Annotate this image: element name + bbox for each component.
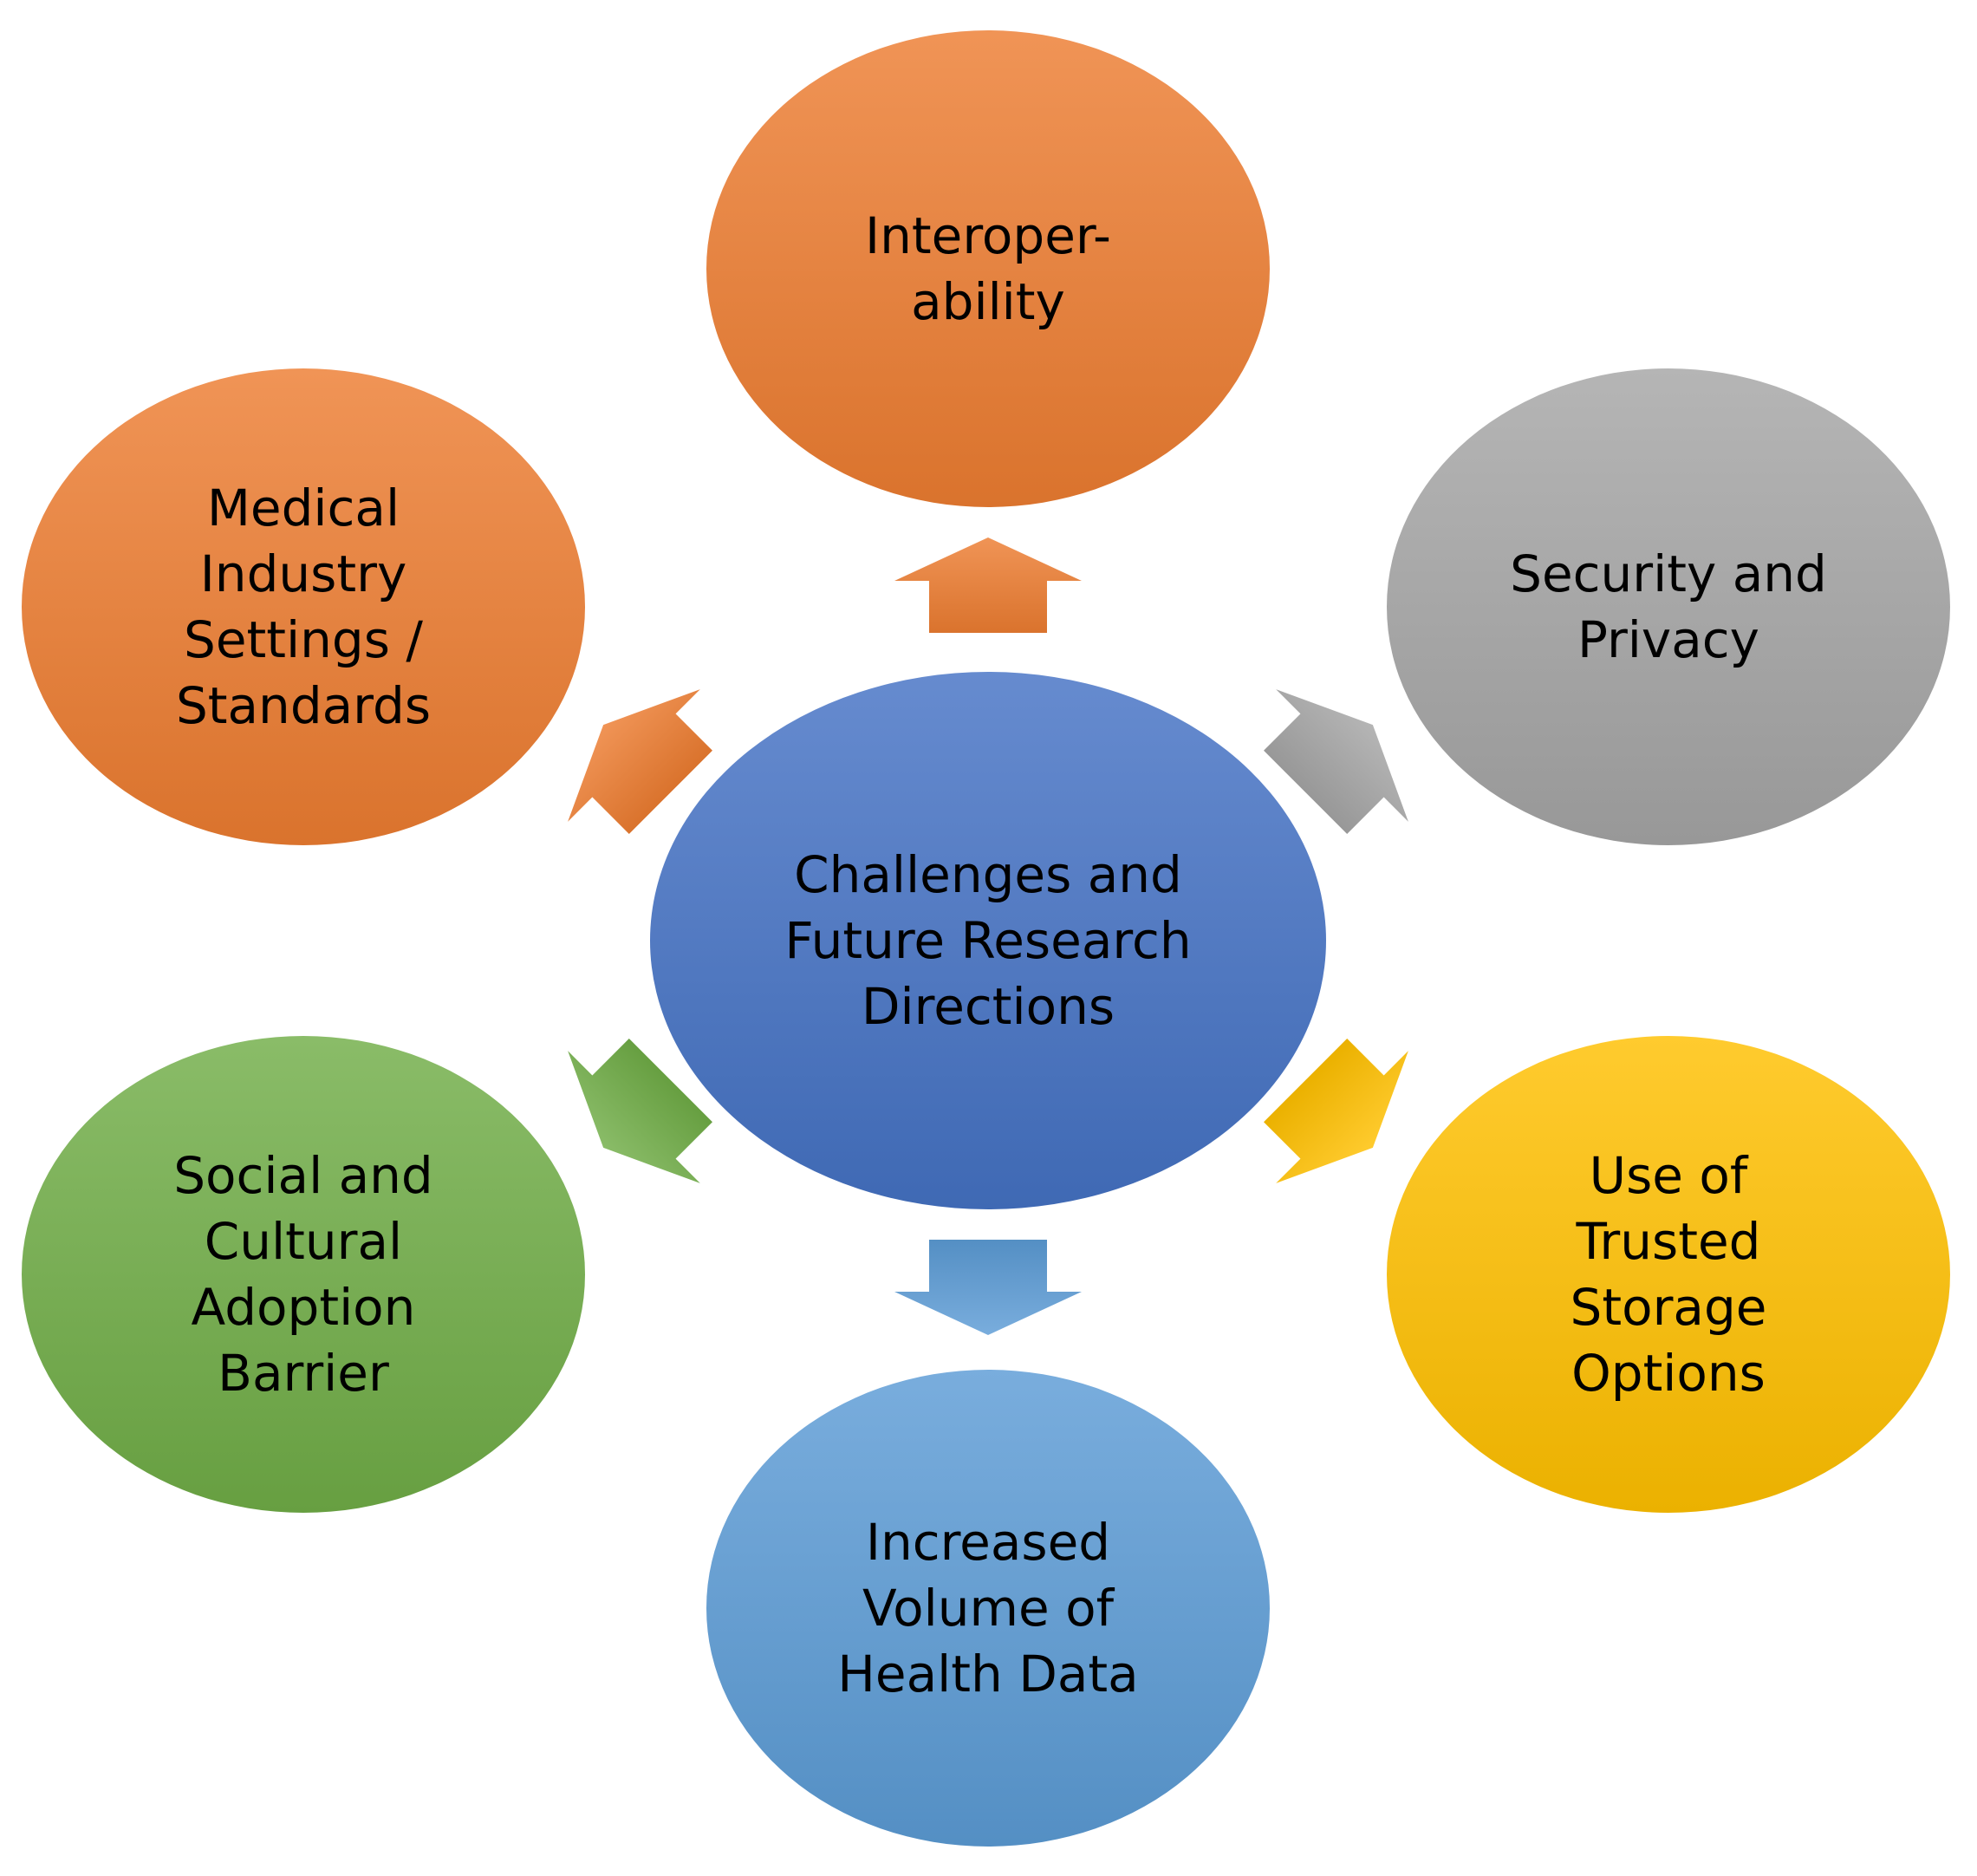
security-privacy-arrow bbox=[1264, 689, 1408, 834]
security-privacy-ellipse bbox=[1387, 368, 1950, 845]
social-cultural-ellipse bbox=[22, 1036, 585, 1513]
interoperability-arrow bbox=[894, 537, 1082, 633]
social-cultural-arrow bbox=[568, 1039, 712, 1183]
interoperability-ellipse bbox=[706, 30, 1270, 507]
medical-standards-arrow bbox=[568, 689, 712, 834]
center-ellipse bbox=[650, 672, 1326, 1209]
trusted-storage-arrow bbox=[1264, 1039, 1408, 1183]
health-data-volume-arrow bbox=[894, 1240, 1082, 1335]
trusted-storage-ellipse bbox=[1387, 1036, 1950, 1513]
medical-standards-ellipse bbox=[22, 368, 585, 845]
arrows-layer bbox=[568, 537, 1408, 1335]
ellipses-layer bbox=[22, 30, 1950, 1847]
health-data-volume-ellipse bbox=[706, 1370, 1270, 1847]
